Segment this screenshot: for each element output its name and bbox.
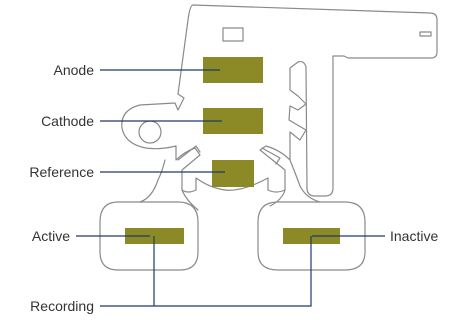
labels: Anode Cathode Reference Active Inactive … xyxy=(29,62,438,314)
inactive-pad-outline xyxy=(257,201,366,271)
top-window xyxy=(222,27,244,42)
neck-left xyxy=(139,159,166,203)
cathode-label: Cathode xyxy=(41,113,94,129)
recording-leader xyxy=(100,236,312,307)
left-bridge xyxy=(181,189,199,211)
connector-slot xyxy=(419,31,432,37)
anode-label: Anode xyxy=(54,62,95,78)
leader-lines xyxy=(76,69,385,307)
electrode-pads xyxy=(125,57,340,244)
reference-pad xyxy=(212,160,254,187)
active-pad-outline xyxy=(99,201,199,271)
recording-label: Recording xyxy=(30,298,94,314)
right-bridge xyxy=(269,189,286,207)
inner-notch-left xyxy=(177,145,201,161)
inactive-label: Inactive xyxy=(390,228,438,244)
inner-notch-right xyxy=(261,147,281,165)
mounting-hole xyxy=(138,120,162,144)
device-outline xyxy=(99,4,438,271)
neck-right xyxy=(289,159,321,203)
active-label: Active xyxy=(32,228,70,244)
reference-label: Reference xyxy=(29,164,94,180)
device-body xyxy=(121,4,438,197)
